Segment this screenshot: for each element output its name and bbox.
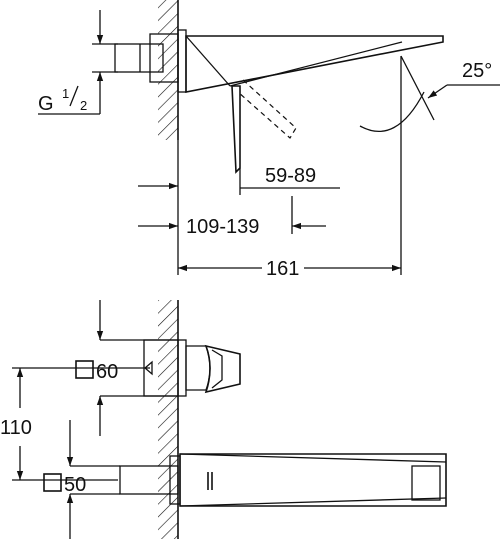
spout-pipe xyxy=(119,465,179,495)
escutcheon-plate xyxy=(177,29,187,93)
square-symbol-60 xyxy=(75,360,94,379)
spout-edge-inner xyxy=(185,35,231,87)
thread-fraction-bar xyxy=(69,85,79,107)
dim-60: 60 xyxy=(96,361,118,383)
dim-161: 161 xyxy=(266,258,299,280)
dim-50: 50 xyxy=(64,474,86,496)
thread-prefix: G xyxy=(38,93,54,115)
front-view: 60 110 50 xyxy=(0,300,447,539)
angle-leg xyxy=(400,55,435,121)
dim-109-139: 109-139 xyxy=(186,216,259,238)
thread-den: 2 xyxy=(80,98,87,113)
spout-body xyxy=(185,35,444,93)
spout-front xyxy=(179,453,447,507)
handle-lever xyxy=(204,344,241,394)
square-symbol-50 xyxy=(43,473,62,492)
handle-base xyxy=(185,345,211,391)
wall-hatch-top xyxy=(158,0,178,140)
dim-110: 110 xyxy=(0,417,32,439)
lever-swing-dashed xyxy=(237,79,297,139)
angle-arc xyxy=(359,91,425,132)
lever-handle xyxy=(231,85,241,174)
thread-num: 1 xyxy=(62,86,69,101)
dim-59-89: 59-89 xyxy=(265,165,316,187)
angle-label: 25° xyxy=(462,60,492,82)
side-view: 25° G 1 2 59-89 109-139 161 xyxy=(38,0,500,281)
inlet-pipe xyxy=(114,43,164,73)
angle-arrow xyxy=(427,84,448,99)
spout-outlet xyxy=(411,465,441,501)
wall-hatch-bottom xyxy=(158,300,178,539)
